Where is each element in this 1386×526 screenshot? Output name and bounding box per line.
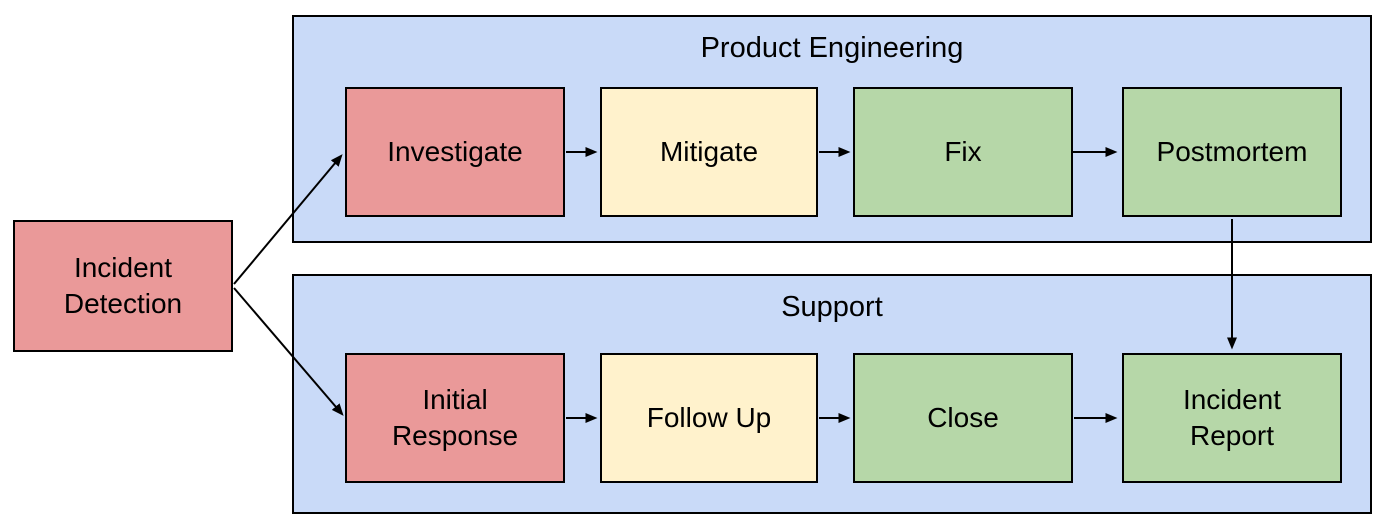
- group-support: Support Initial Response Follow Up Close…: [292, 274, 1372, 514]
- node-fix: Fix: [853, 87, 1073, 217]
- group-product-engineering: Product Engineering Investigate Mitigate…: [292, 15, 1372, 243]
- node-follow-up: Follow Up: [600, 353, 818, 483]
- node-incident-detection: Incident Detection: [13, 220, 233, 352]
- node-incident-report: Incident Report: [1122, 353, 1342, 483]
- group-title-support: Support: [781, 291, 883, 323]
- group-title-product-engineering: Product Engineering: [700, 32, 964, 64]
- node-close: Close: [853, 353, 1073, 483]
- node-postmortem: Postmortem: [1122, 87, 1342, 217]
- node-investigate: Investigate: [345, 87, 565, 217]
- node-initial-response: Initial Response: [345, 353, 565, 483]
- node-mitigate: Mitigate: [600, 87, 818, 217]
